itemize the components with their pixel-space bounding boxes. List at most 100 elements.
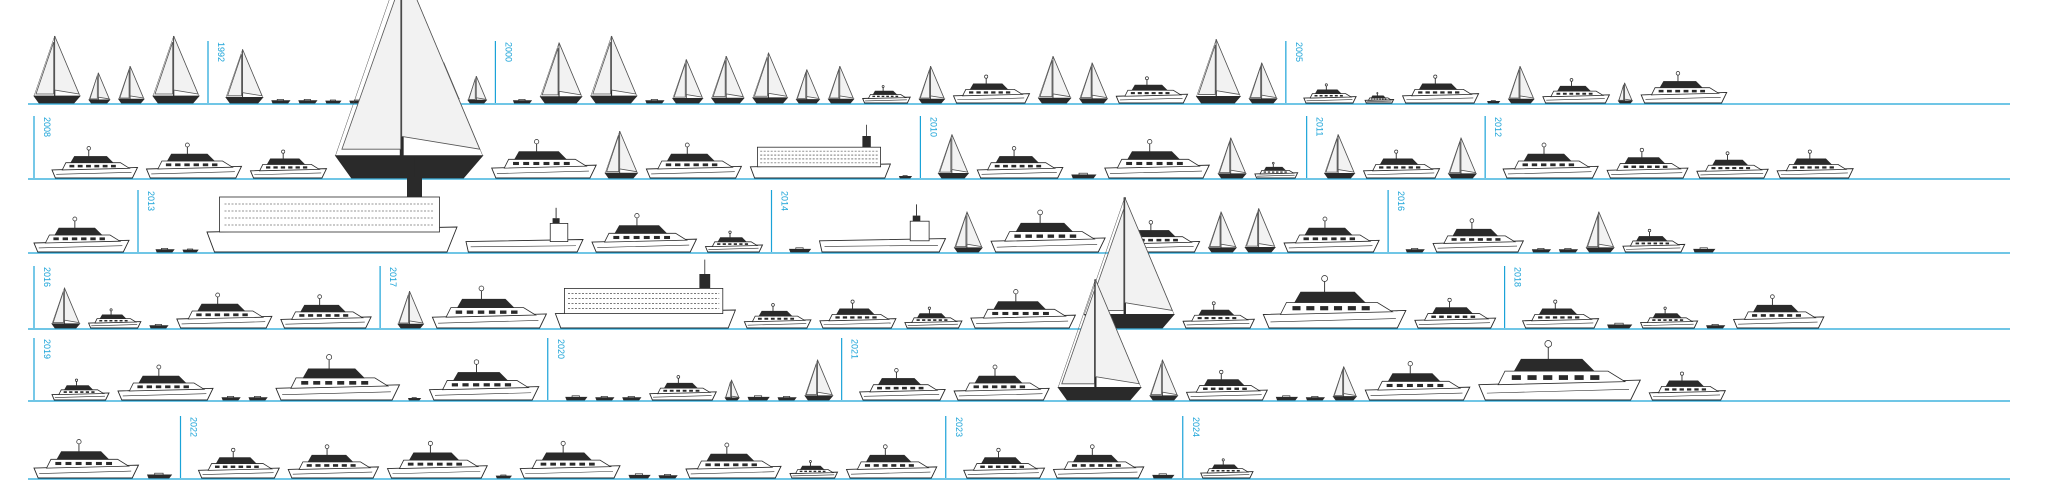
- year-marker: 2019: [33, 338, 52, 400]
- vessel-motor: [1432, 218, 1525, 253]
- vessel-boat: [248, 396, 268, 401]
- vessel-motor: [1606, 147, 1689, 179]
- svg-text:2013: 2013: [146, 191, 156, 211]
- vessel-motor: [117, 364, 214, 401]
- vessel-motor: [33, 439, 140, 479]
- svg-text:2017: 2017: [388, 267, 398, 287]
- vessel-motor: [51, 146, 139, 179]
- svg-text:2023: 2023: [954, 417, 964, 437]
- year-marker: 1992: [207, 41, 226, 103]
- vessel-boat: [1706, 324, 1726, 329]
- vessel-sail: [1323, 134, 1356, 179]
- vessel-motor: [1414, 297, 1497, 329]
- year-marker: 2005: [1285, 41, 1304, 103]
- svg-text:1992: 1992: [216, 42, 226, 62]
- vessel-motor: [1200, 458, 1254, 479]
- vessel-motor: [789, 460, 839, 479]
- vessel-boat: [407, 397, 422, 401]
- vessel-motor: [685, 442, 782, 479]
- vessel-motor: [1776, 149, 1854, 179]
- vessel-sail: [1078, 62, 1109, 104]
- vessel-motor: [990, 209, 1106, 253]
- vessel-motor: [1521, 299, 1600, 329]
- vessel-sail: [1244, 208, 1276, 253]
- year-marker: 2011: [1306, 116, 1325, 178]
- vessel-boat: [1693, 247, 1716, 253]
- vessel-sail: [937, 134, 970, 179]
- vessel-boat: [1487, 100, 1501, 104]
- svg-text:2019: 2019: [42, 339, 52, 359]
- vessel-boat: [1071, 172, 1097, 179]
- vessel-sail: [1195, 39, 1242, 104]
- vessel-sail: [1149, 359, 1179, 401]
- vessel-boat: [645, 99, 665, 104]
- vessel-boat: [149, 324, 169, 329]
- timeline-row: [28, 197, 2010, 330]
- vessel-motor: [1364, 361, 1471, 401]
- vessel-motor: [1185, 369, 1269, 401]
- vessel-sail: [1507, 65, 1535, 104]
- vessel-sail: [1447, 137, 1478, 179]
- vessel-motor: [1401, 74, 1480, 104]
- vessel-sail: [117, 65, 145, 104]
- vessel-boat: [495, 474, 512, 479]
- vessel-sail: [953, 211, 983, 253]
- vessel-sail: [88, 72, 111, 104]
- vessel-boat: [221, 396, 241, 401]
- year-marker: 2008: [33, 116, 52, 178]
- vessel-boat: [1152, 473, 1175, 479]
- vessel-motor: [649, 375, 717, 401]
- svg-text:2020: 2020: [556, 339, 566, 359]
- svg-text:2018: 2018: [1513, 267, 1523, 287]
- vessel-boat: [628, 473, 651, 479]
- vessel-boat: [898, 175, 913, 179]
- vessel-motor: [1283, 216, 1380, 253]
- vessel-boat: [658, 474, 678, 479]
- vessel-motor: [386, 440, 488, 479]
- vessel-motor: [1115, 76, 1189, 104]
- vessel-boat: [1305, 396, 1325, 401]
- vessel-motor: [491, 139, 597, 179]
- vessel-boat: [595, 396, 615, 401]
- vessel-boat: [565, 395, 588, 401]
- vessel-motor: [1732, 294, 1825, 329]
- svg-text:2024: 2024: [1191, 417, 1201, 437]
- vessel-motor: [519, 440, 621, 479]
- timeline-row: [28, 35, 2010, 105]
- vessel-sail: [1585, 211, 1615, 253]
- vessel-motor: [963, 447, 1046, 479]
- vessel-motor: [1648, 371, 1727, 401]
- vessel-motor: [87, 308, 142, 329]
- vessel-motor: [197, 447, 280, 479]
- vessel-motor: [1478, 340, 1642, 401]
- vessel-motor: [1362, 149, 1441, 179]
- vessel-ferry: [749, 124, 892, 179]
- vessel-motor: [1639, 306, 1699, 329]
- year-marker: 2023: [945, 416, 964, 478]
- vessel-motor: [858, 368, 946, 401]
- year-marker: 2022: [179, 416, 199, 478]
- svg-text:2000: 2000: [503, 42, 513, 62]
- vessel-motor: [275, 354, 401, 401]
- vessel-boat: [146, 472, 173, 479]
- year-marker: 2020: [547, 338, 566, 400]
- vessel-sail: [539, 42, 583, 104]
- vessel-motor: [51, 378, 110, 401]
- vessel-sail: [827, 65, 855, 104]
- vessel-sail: [467, 76, 488, 104]
- year-marker: 2016: [1387, 190, 1406, 252]
- vessel-motor: [862, 85, 911, 104]
- vessel-sail: [918, 65, 946, 104]
- year-marker: 2018: [1503, 266, 1523, 328]
- vessel-sail: [590, 35, 638, 104]
- vessel-motor: [819, 299, 897, 329]
- vessel-sail: [33, 35, 81, 104]
- year-marker: 2024: [1182, 416, 1201, 478]
- vessel-sail: [1057, 279, 1142, 401]
- vessel-boat: [1405, 248, 1425, 253]
- vessel-motor: [249, 149, 328, 179]
- vessel-tanker: [818, 204, 947, 253]
- svg-text:2016: 2016: [42, 267, 52, 287]
- svg-text:2008: 2008: [42, 117, 52, 137]
